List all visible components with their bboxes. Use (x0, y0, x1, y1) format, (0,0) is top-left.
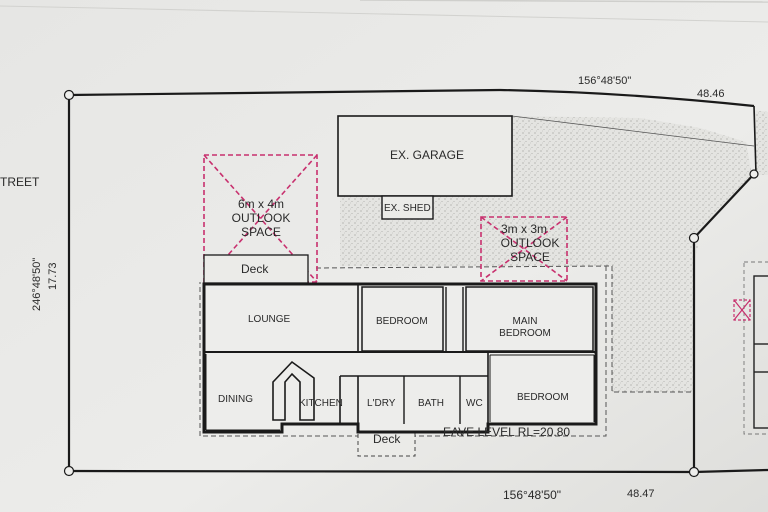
house-outline (202, 282, 598, 434)
neighbour-line (511, 115, 755, 147)
bearing-top: 156°48'50" (578, 75, 631, 87)
bedroom-1-label: BEDROOM (376, 316, 428, 327)
laundry-label: L'DRY (367, 398, 396, 409)
wc-label: WC (466, 398, 483, 409)
paved-area-right (754, 110, 768, 175)
bedroom-2-label: BEDROOM (517, 392, 569, 403)
outlook-large-size: 6m x 4m (238, 197, 284, 211)
distance-left: 17.73 (47, 262, 59, 290)
distance-top: 48.46 (697, 88, 725, 100)
deck-top (203, 254, 309, 284)
dining-label: DINING (218, 394, 253, 405)
deck-bottom-label: Deck (373, 432, 401, 446)
outlook-large-space: SPACE (241, 225, 281, 239)
existing-garage (337, 115, 513, 197)
boundary-pegs (63, 89, 759, 478)
lounge-label: LOUNGE (248, 314, 291, 325)
main-bedroom-line1: MAIN (513, 316, 538, 327)
garage-label: EX. GARAGE (390, 148, 464, 162)
street-label: TREET (0, 175, 40, 189)
house-interior-walls (204, 284, 596, 431)
shed-label: EX. SHED (384, 203, 431, 214)
outlook-space-small (480, 216, 568, 282)
neighbour-building (753, 275, 768, 429)
paved-area (340, 116, 752, 392)
main-bedroom-line2: BEDROOM (499, 328, 551, 339)
kitchen-label: KITCHEN (299, 398, 343, 409)
paper-fold (0, 5, 768, 23)
eave-level-label: EAVE LEVEL RL=20.80 (443, 425, 570, 439)
distance-bottom: 48.47 (627, 488, 655, 500)
paper-fold (359, 0, 768, 3)
bath-label: BATH (418, 398, 444, 409)
outlook-small-word: OUTLOOK (501, 236, 560, 250)
deck-top-label: Deck (241, 262, 269, 276)
bearing-bottom: 156°48'50" (503, 488, 561, 502)
outlook-small-space: SPACE (510, 250, 550, 264)
existing-shed (381, 195, 434, 220)
bearing-left: 246°48'50" (31, 258, 43, 311)
outlook-small-size: 3m x 3m (501, 222, 547, 236)
kitchen-bench (272, 360, 315, 421)
site-boundary (67, 88, 768, 474)
neighbour-outline (743, 261, 768, 435)
outlook-large-word: OUTLOOK (232, 211, 291, 225)
neighbour-outlook-marker (733, 299, 751, 321)
labels: TREET 156°48'50" 48.46 246°48'50" 17.73 … (0, 75, 725, 502)
